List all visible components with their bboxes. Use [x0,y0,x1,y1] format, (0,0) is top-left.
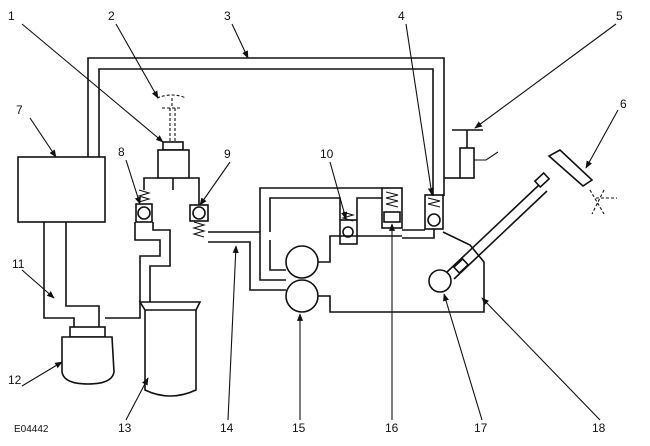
callout-5: 5 [616,9,623,23]
check-valve-4 [424,194,444,230]
callout-14: 14 [220,421,234,435]
leader-lines [21,23,619,421]
callout-12: 12 [8,373,22,387]
callout-2: 2 [108,9,115,23]
callout-17: 17 [474,421,488,435]
filter-canister [61,326,115,385]
check-valve-8 [135,189,153,223]
callout-4: 4 [398,9,405,23]
control-lever-6 [446,149,617,280]
callout-10: 10 [320,147,334,161]
pump-housing [138,301,202,397]
callout-6: 6 [620,97,627,111]
check-valve-9 [189,204,209,238]
callout-13: 13 [118,421,132,435]
lever-ball-17 [428,269,452,293]
callout-1: 1 [8,9,15,23]
callout-3: 3 [224,9,231,23]
callout-8: 8 [118,145,125,159]
callout-15: 15 [292,421,306,435]
relief-valve-10 [339,211,358,245]
valve-16 [381,187,403,229]
callout-9: 9 [224,147,231,161]
reservoir-block [17,156,106,223]
shutoff-valve-5 [452,129,499,179]
callout-11: 11 [12,257,25,271]
callout-16: 16 [385,421,399,435]
callout-7: 7 [16,103,23,117]
gear-pump-15 [285,245,319,313]
hydraulic-lines [43,57,485,327]
callout-18: 18 [592,421,606,435]
hand-pump-assembly [156,94,190,190]
figure-id: E04442 [14,424,49,435]
